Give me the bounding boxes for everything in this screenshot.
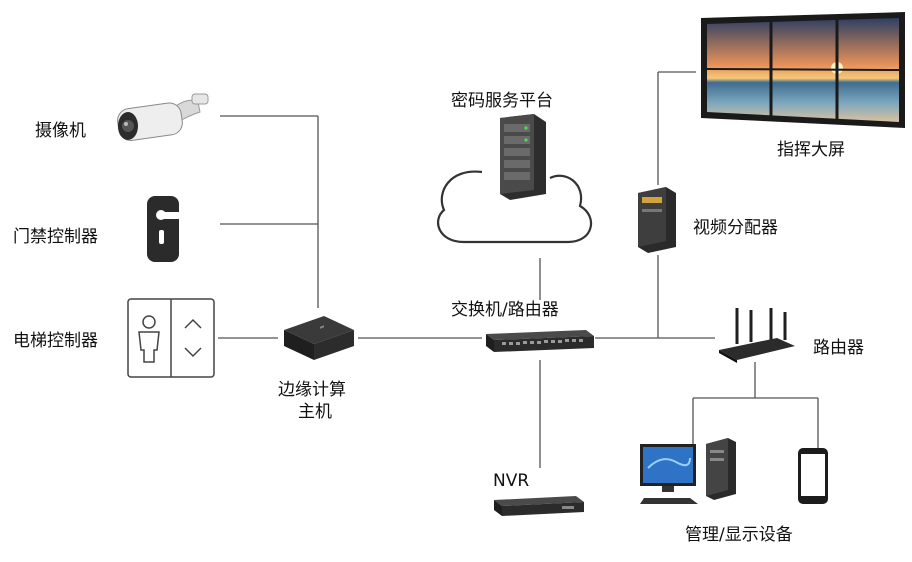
nvr-icon: [494, 496, 584, 516]
switch-router-label: 交换机/路由器: [451, 300, 559, 320]
distributor-icon: [638, 187, 676, 253]
crypto-platform-label: 密码服务平台: [451, 91, 553, 111]
video-wall-icon: [701, 12, 905, 128]
management-display-label: 管理/显示设备: [685, 525, 793, 545]
elevator-control-label: 电梯控制器: [13, 331, 98, 351]
edge-host-label-line2: 主机: [298, 402, 332, 422]
access-control-label: 门禁控制器: [13, 227, 98, 247]
router-label: 路由器: [813, 338, 864, 358]
camera-icon: [117, 93, 209, 141]
nvr-label: NVR: [493, 471, 530, 491]
network-switch-icon: [486, 330, 594, 352]
video-distributor-label: 视频分配器: [693, 218, 778, 238]
elevator-panel-icon: [127, 298, 215, 378]
video-wall-label: 指挥大屏: [777, 140, 845, 160]
edge-host-label-line1: 边缘计算: [278, 380, 346, 400]
door-lock-icon: [147, 196, 181, 262]
wifi-router-icon: [719, 308, 795, 363]
server-cloud-icon: [436, 114, 593, 244]
camera-label: 摄像机: [35, 121, 86, 141]
desktop-phone-icon: [640, 438, 828, 504]
mini-pc-icon: [284, 316, 354, 360]
server-tower-icon: [500, 114, 546, 200]
